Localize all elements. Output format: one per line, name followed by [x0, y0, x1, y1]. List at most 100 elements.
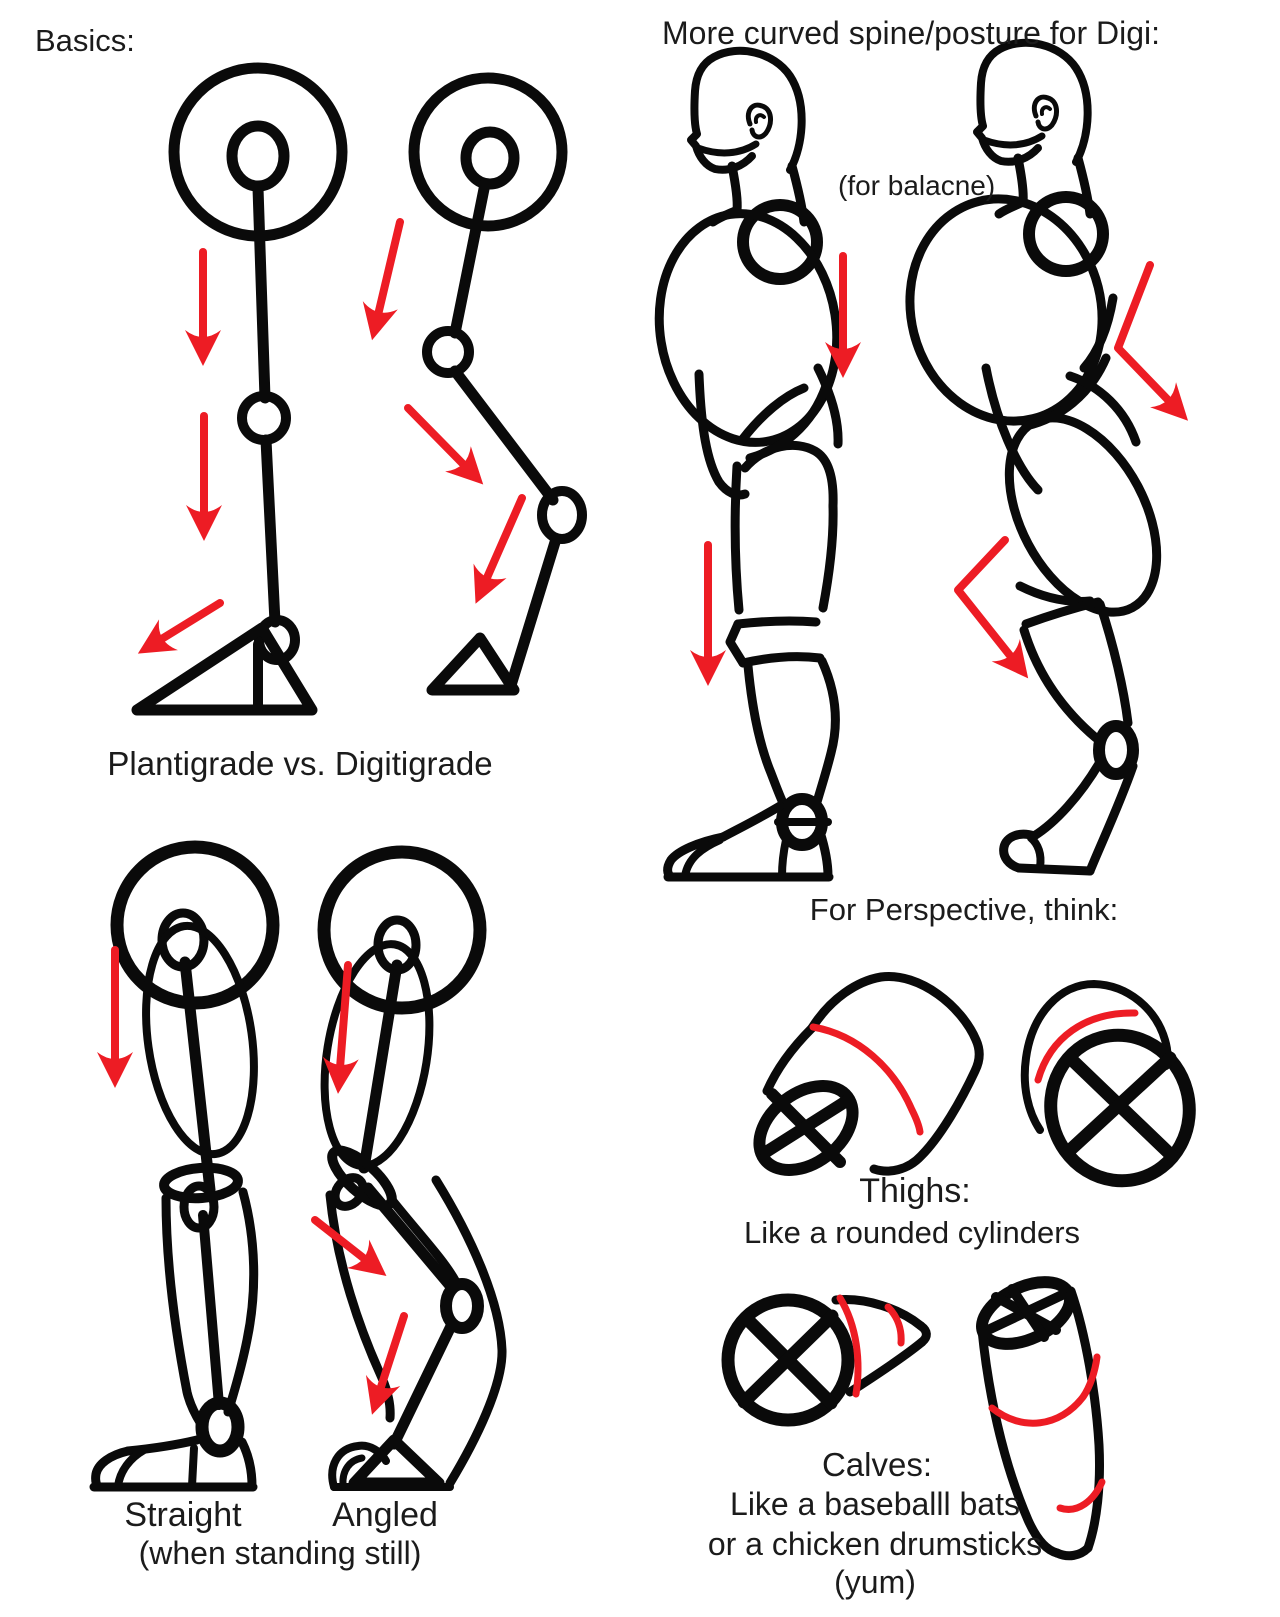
- standing-note: (when standing still): [138, 1535, 422, 1571]
- metatarsus-line: [388, 1318, 458, 1450]
- wrap-line: [988, 1353, 1101, 1427]
- thigh-oval: [142, 921, 258, 1159]
- foot-top-line: [718, 801, 785, 842]
- knee-joint: [330, 1173, 368, 1211]
- knee-band-upper: [733, 616, 821, 629]
- force-arrow-icon: [404, 404, 484, 485]
- thigh-cylinder-side: [753, 972, 984, 1176]
- toe-inner-arc: [681, 836, 724, 880]
- toe-inner-arc: [114, 1446, 148, 1490]
- calf-back-line: [223, 1187, 259, 1417]
- calf-back-line: [812, 656, 840, 807]
- calf-baseball-bat: [976, 1276, 1106, 1561]
- thighs-description: Like a rounded cylinders: [743, 1215, 1081, 1250]
- heel-back: [815, 827, 833, 881]
- cross-x-icon: [1061, 1051, 1177, 1159]
- drumstick-neck-top: [831, 1295, 926, 1331]
- drumstick-tip: [916, 1321, 931, 1347]
- jaw-line: [694, 140, 760, 157]
- ankle-joint: [195, 1396, 245, 1458]
- leg-figure-straight: [89, 840, 280, 1492]
- posture-title: More curved spine/posture for Digi:: [662, 15, 1160, 51]
- knee-joint: [422, 326, 474, 378]
- perspective-title: For Perspective, think:: [809, 892, 1119, 927]
- calves-line-1: Like a baseballl bats: [730, 1486, 1020, 1522]
- calves-line-3: (yum): [834, 1564, 916, 1600]
- force-arrow-icon: [362, 218, 404, 341]
- thigh-front-line: [730, 461, 744, 615]
- toe-cap: [999, 829, 1039, 873]
- shin-line: [449, 365, 559, 506]
- heel-front: [778, 836, 790, 880]
- heel-back: [237, 1437, 257, 1491]
- wrap-line: [1034, 1009, 1139, 1084]
- toe-inner-arc: [1027, 834, 1045, 871]
- balance-note: (for balacne): [838, 170, 996, 201]
- hip-circle: [317, 845, 487, 1015]
- cross-section-circle: [721, 1293, 855, 1427]
- lower-back-curve: [1079, 293, 1118, 373]
- force-arrow-icon: [365, 1312, 408, 1415]
- profile-head: [687, 46, 809, 227]
- leg-figure-angled: [311, 845, 507, 1491]
- thighs-heading: Thighs:: [859, 1172, 971, 1210]
- heel-inner-arc: [339, 1454, 366, 1489]
- knee-joint: [179, 1181, 219, 1233]
- calf-chicken-drumstick: [721, 1293, 931, 1427]
- plantigrade-foot-triangle: [131, 622, 318, 716]
- calves-heading: Calves:: [821, 1446, 933, 1483]
- plantigrade-vs-digitigrade-label: Plantigrade vs. Digitigrade: [107, 745, 493, 782]
- hip-front-curve: [981, 363, 1043, 495]
- cross-section-ellipse: [1044, 1028, 1196, 1188]
- femur-line: [252, 182, 271, 404]
- shin-line: [198, 1210, 224, 1410]
- cylinder-body: [1020, 980, 1172, 1134]
- calf-front-line: [161, 1193, 206, 1429]
- hip-joint: [460, 126, 520, 190]
- force-arrow-icon: [322, 961, 359, 1094]
- basics-title: Basics:: [35, 23, 135, 58]
- foot-top-line: [123, 1435, 202, 1456]
- bat-left-edge: [977, 1325, 1062, 1558]
- bat-right-edge: [1066, 1286, 1105, 1553]
- bat-lattice: [1007, 1284, 1049, 1342]
- calf-front-line: [743, 661, 789, 810]
- side-figure-straight: [654, 46, 843, 882]
- knee-band-lower: [738, 652, 825, 668]
- hip-crease: [737, 383, 809, 445]
- calves-line-2: or a chicken drumsticks: [707, 1526, 1043, 1562]
- wrap-line: [884, 1303, 905, 1347]
- heel-front: [188, 1444, 198, 1490]
- femur-line: [449, 178, 491, 339]
- hip-circle: [408, 72, 568, 232]
- shoulder-circle: [737, 199, 823, 285]
- cylinder-body: [807, 972, 984, 1176]
- foot-top-line: [1029, 757, 1105, 841]
- femur-line: [358, 959, 403, 1174]
- bent-force-arrow-icon: [954, 536, 1029, 679]
- lower-back-curve: [813, 363, 843, 449]
- force-arrow-icon: [473, 494, 526, 604]
- shin-line: [362, 1182, 458, 1294]
- ankle-joint: [1093, 720, 1139, 780]
- metatarsus-line: [506, 533, 562, 688]
- shin-line: [260, 434, 281, 628]
- hip-joint: [226, 120, 290, 192]
- shin-back-line: [1095, 599, 1133, 728]
- calf-back-line: [431, 1175, 507, 1488]
- heel-back: [1085, 761, 1138, 876]
- head-outline: [687, 46, 806, 174]
- wrap-line: [809, 1023, 924, 1136]
- thigh-back-line: [818, 501, 838, 613]
- force-arrow-heel-icon: [137, 599, 224, 654]
- digitigrade-foot-triangle: [426, 632, 520, 696]
- thigh-cylinder-front: [1020, 980, 1196, 1188]
- angled-label: Angled: [332, 1496, 438, 1534]
- bent-force-arrow-icon: [1114, 261, 1189, 421]
- torso-oval: [654, 209, 842, 447]
- patella-bump: [725, 619, 748, 668]
- knee-disc: [159, 1162, 243, 1204]
- thigh-oval: [1004, 413, 1162, 617]
